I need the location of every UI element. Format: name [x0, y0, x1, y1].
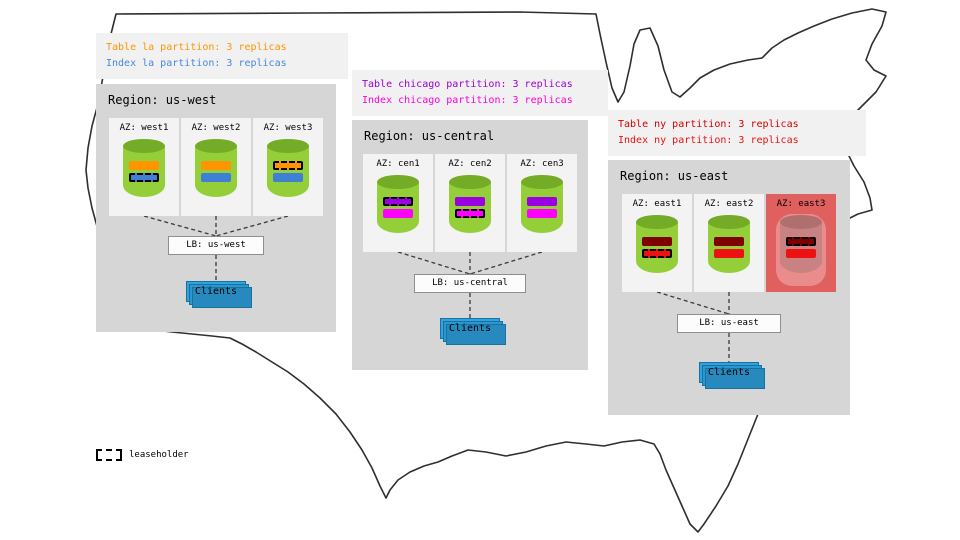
legend-leaseholder: leaseholder	[96, 449, 189, 461]
index-replica-bar	[201, 173, 231, 182]
table-partition-note: Table ny partition: 3 replicas	[618, 119, 799, 130]
az-label-east3: AZ: east3	[776, 199, 826, 209]
index-replica-bar	[129, 173, 159, 182]
region-title-us-central: Region: us-central	[364, 129, 495, 143]
cylinder-top	[123, 139, 165, 153]
cylinder-body	[377, 182, 419, 233]
database-cylinder-east2	[708, 215, 750, 273]
az-box-east2: AZ: east2	[694, 194, 764, 292]
replica-bars	[449, 194, 491, 218]
index-replica-bar	[527, 209, 557, 218]
cylinder-top	[449, 175, 491, 189]
az-box-west1: AZ: west1	[109, 118, 179, 216]
cylinder-top	[521, 175, 563, 189]
cylinder-top	[708, 215, 750, 229]
az-label-cen2: AZ: cen2	[448, 159, 492, 169]
replica-bars	[267, 158, 309, 182]
load-balancer-us-central: LB: us-central	[414, 274, 526, 293]
cylinder-top	[636, 215, 678, 229]
index-replica-bar	[273, 173, 303, 182]
az-row-us-east: AZ: east1 AZ: east2 AZ:	[622, 194, 836, 292]
index-partition-note: Index chicago partition: 3 replicas	[362, 95, 573, 106]
az-label-east1: AZ: east1	[632, 199, 682, 209]
region-us-west: Region: us-west AZ: west1 AZ: west2	[96, 84, 336, 332]
database-cylinder-west2	[195, 139, 237, 197]
database-cylinder-east3	[780, 215, 822, 273]
az-row-us-west: AZ: west1 AZ: west2 AZ:	[109, 118, 323, 216]
cylinder-top	[195, 139, 237, 153]
cylinder-body	[521, 182, 563, 233]
index-replica-bar	[786, 249, 816, 258]
cylinder-body	[780, 222, 822, 273]
table-replica-bar	[383, 197, 413, 206]
legend-label: leaseholder	[129, 450, 189, 460]
az-row-us-central: AZ: cen1 AZ: cen2 AZ: ce	[363, 154, 577, 252]
cylinder-body	[195, 146, 237, 197]
partition-note-us-central: Table chicago partition: 3 replicas Inde…	[352, 70, 608, 116]
index-replica-bar	[642, 249, 672, 258]
table-replica-bar	[273, 161, 303, 170]
az-box-east3-failed: AZ: east3	[766, 194, 836, 292]
region-title-us-west: Region: us-west	[108, 93, 217, 107]
table-replica-bar	[455, 197, 485, 206]
clients-us-east: Clients	[699, 362, 759, 383]
table-replica-bar	[527, 197, 557, 206]
region-us-east: Region: us-east AZ: east1 AZ: east2	[608, 160, 850, 415]
az-label-east2: AZ: east2	[704, 199, 754, 209]
table-replica-bar	[201, 161, 231, 170]
az-box-west3: AZ: west3	[253, 118, 323, 216]
replica-bars	[123, 158, 165, 182]
partition-note-us-west: Table la partition: 3 replicas Index la …	[96, 33, 348, 79]
database-cylinder-east1	[636, 215, 678, 273]
table-partition-note: Table la partition: 3 replicas	[106, 42, 287, 53]
az-box-west2: AZ: west2	[181, 118, 251, 216]
az-label-cen3: AZ: cen3	[520, 159, 564, 169]
region-title-us-east: Region: us-east	[620, 169, 729, 183]
az-label-cen1: AZ: cen1	[376, 159, 420, 169]
cylinder-body	[267, 146, 309, 197]
index-replica-bar	[714, 249, 744, 258]
leaseholder-swatch-icon	[96, 449, 122, 461]
cylinder-top	[780, 215, 822, 229]
cylinder-body	[449, 182, 491, 233]
table-replica-bar	[786, 237, 816, 246]
database-cylinder-west3	[267, 139, 309, 197]
az-box-cen1: AZ: cen1	[363, 154, 433, 252]
az-box-cen2: AZ: cen2	[435, 154, 505, 252]
cylinder-body	[123, 146, 165, 197]
replica-bars	[377, 194, 419, 218]
region-us-central: Region: us-central AZ: cen1 AZ: cen2	[352, 120, 588, 370]
clients-us-central: Clients	[440, 318, 500, 339]
replica-bars	[521, 194, 563, 218]
load-balancer-us-east: LB: us-east	[677, 314, 781, 333]
replica-bars	[780, 234, 822, 258]
az-box-east1: AZ: east1	[622, 194, 692, 292]
database-cylinder-cen3	[521, 175, 563, 233]
load-balancer-us-west: LB: us-west	[168, 236, 264, 255]
database-cylinder-cen1	[377, 175, 419, 233]
cylinder-body	[708, 222, 750, 273]
table-partition-note: Table chicago partition: 3 replicas	[362, 79, 573, 90]
table-replica-bar	[642, 237, 672, 246]
replica-bars	[195, 158, 237, 182]
az-label-west2: AZ: west2	[191, 123, 241, 133]
index-partition-note: Index ny partition: 3 replicas	[618, 135, 799, 146]
replica-bars	[708, 234, 750, 258]
database-cylinder-cen2	[449, 175, 491, 233]
partition-note-us-east: Table ny partition: 3 replicas Index ny …	[608, 110, 866, 156]
cylinder-body	[636, 222, 678, 273]
az-label-west3: AZ: west3	[263, 123, 313, 133]
clients-us-west: Clients	[186, 281, 246, 302]
az-box-cen3: AZ: cen3	[507, 154, 577, 252]
cylinder-top	[377, 175, 419, 189]
index-replica-bar	[383, 209, 413, 218]
replica-bars	[636, 234, 678, 258]
az-label-west1: AZ: west1	[119, 123, 169, 133]
database-cylinder-west1	[123, 139, 165, 197]
cylinder-top	[267, 139, 309, 153]
table-replica-bar	[714, 237, 744, 246]
table-replica-bar	[129, 161, 159, 170]
index-replica-bar	[455, 209, 485, 218]
index-partition-note: Index la partition: 3 replicas	[106, 58, 287, 69]
